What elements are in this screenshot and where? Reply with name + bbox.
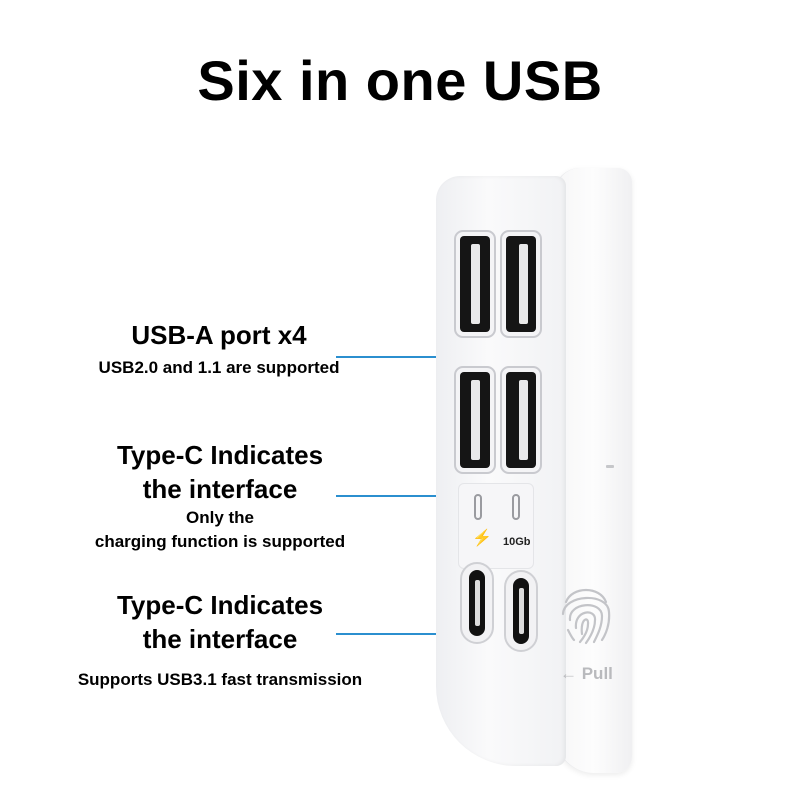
- type-c-icon: [512, 494, 520, 520]
- callout-typec-data-heading-1: Type-C Indicates: [116, 590, 324, 620]
- callout-usb-a-detail: USB2.0 and 1.1 are supported: [98, 358, 340, 377]
- callout-typec-data-detail: Supports USB3.1 fast transmission: [77, 670, 363, 689]
- callout-typec-data-line: [336, 633, 522, 635]
- usb-a-port-3: [454, 366, 496, 474]
- indicator-led: [606, 465, 614, 468]
- callout-typec-charging-heading-2: the interface: [142, 474, 298, 504]
- type-c-label-panel: ⚡ 10Gb: [458, 483, 534, 569]
- usb-hub-device: ⚡ 10Gb ← Pull: [436, 168, 632, 773]
- pull-label: ← Pull: [560, 664, 613, 683]
- usb-c-port-data: [504, 570, 538, 652]
- callout-usb-a: USB-A port x4 USB2.0 and 1.1 are support…: [60, 318, 378, 380]
- callout-typec-charging-line-h: [336, 495, 476, 497]
- callout-usb-a-line: [336, 356, 492, 358]
- callout-typec-charging-detail-1: Only the: [185, 508, 254, 527]
- speed-label: 10Gb: [503, 536, 531, 548]
- type-c-icon: [474, 494, 482, 520]
- lightning-bolt-icon: ⚡: [472, 530, 492, 547]
- usb-a-port-4: [500, 366, 542, 474]
- callout-typec-charging-heading-1: Type-C Indicates: [116, 440, 324, 470]
- page-title: Six in one USB: [197, 49, 603, 112]
- callout-typec-data: Type-C Indicates the interface Supports …: [40, 588, 400, 692]
- callout-typec-charging: Type-C Indicates the interface Only the …: [40, 438, 400, 554]
- fingerprint-icon: [561, 588, 611, 645]
- usb-a-port-1: [454, 230, 496, 338]
- usb-a-port-2: [500, 230, 542, 338]
- callout-typec-charging-detail-2: charging function is supported: [94, 532, 346, 551]
- usb-c-port-charging: [460, 562, 494, 644]
- callout-typec-data-heading-2: the interface: [142, 624, 298, 654]
- device-side-panel: [554, 168, 632, 773]
- callout-usb-a-heading: USB-A port x4: [131, 320, 307, 350]
